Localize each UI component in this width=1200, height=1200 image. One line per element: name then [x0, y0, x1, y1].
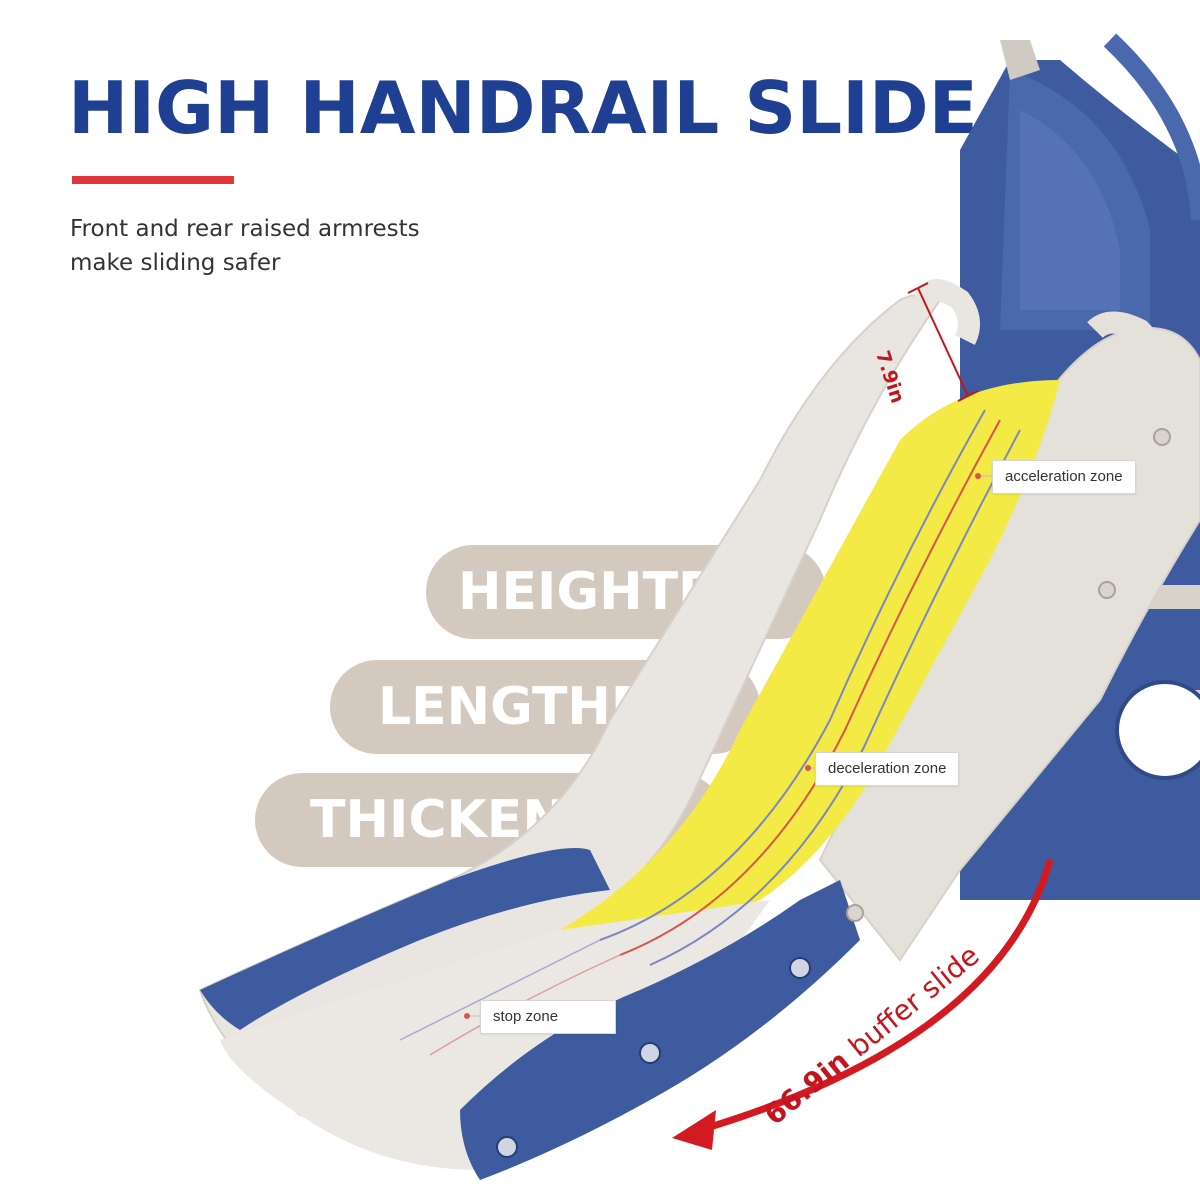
slide-body	[198, 279, 1200, 1180]
page-title: HIGH HANDRAIL SLIDE	[68, 66, 978, 150]
buffer-slide-arrow	[672, 859, 1054, 1150]
title-underline	[72, 176, 234, 184]
subtitle-line-2: make sliding safer	[70, 250, 281, 276]
handrail-height-marker	[907, 282, 979, 402]
subtitle: Front and rear raised armrests make slid…	[70, 212, 420, 280]
acceleration-zone-label: acceleration zone	[992, 460, 1136, 494]
deceleration-zone-label: deceleration zone	[815, 752, 960, 786]
zone-markers	[464, 473, 992, 1019]
subtitle-line-1: Front and rear raised armrests	[70, 216, 420, 242]
stop-zone-label: stop zone	[480, 1000, 616, 1034]
